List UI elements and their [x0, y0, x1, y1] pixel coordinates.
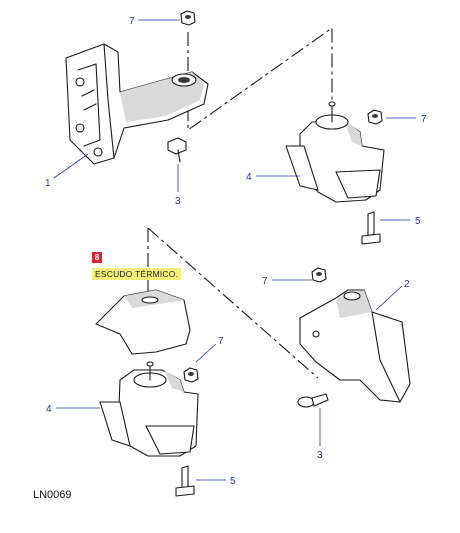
nut-lower-mid [311, 267, 327, 283]
callout-7-lower: 7 [218, 336, 224, 347]
note-reference-icon: 8 [92, 252, 102, 263]
callout-4-lower: 4 [46, 404, 52, 415]
bolt-upper [167, 137, 187, 163]
callout-labels: 7 1 3 7 4 5 7 2 7 4 3 5 [45, 16, 427, 487]
callout-3-lower: 3 [317, 450, 323, 461]
part-mount-upper [285, 101, 385, 203]
bolt-lower [297, 393, 329, 408]
callout-5-lower: 5 [230, 476, 236, 487]
illustration-reference-code: LN0069 [33, 489, 72, 501]
callout-3-upper: 3 [175, 196, 181, 207]
stud-upper [361, 211, 381, 245]
callout-7-top: 7 [129, 16, 135, 27]
callout-4-upper: 4 [246, 172, 252, 183]
callout-leaders [53, 19, 416, 481]
part-mount-lower [99, 361, 199, 457]
part-bracket-lower [299, 289, 411, 403]
nut-top [180, 10, 196, 26]
nut-right-upper [367, 109, 383, 125]
nut-lower [183, 367, 199, 383]
callout-7-right: 7 [421, 114, 427, 125]
callout-2: 2 [404, 279, 410, 290]
part-heat-shield [95, 289, 191, 355]
heat-shield-note: ESCUDO TÉRMICO. [92, 268, 182, 280]
callout-1: 1 [45, 178, 51, 189]
assembly-lines [147, 26, 333, 379]
stud-lower [175, 465, 195, 497]
part-bracket-upper [65, 43, 209, 165]
callout-5-upper: 5 [415, 216, 421, 227]
callout-7-mid: 7 [262, 276, 268, 287]
